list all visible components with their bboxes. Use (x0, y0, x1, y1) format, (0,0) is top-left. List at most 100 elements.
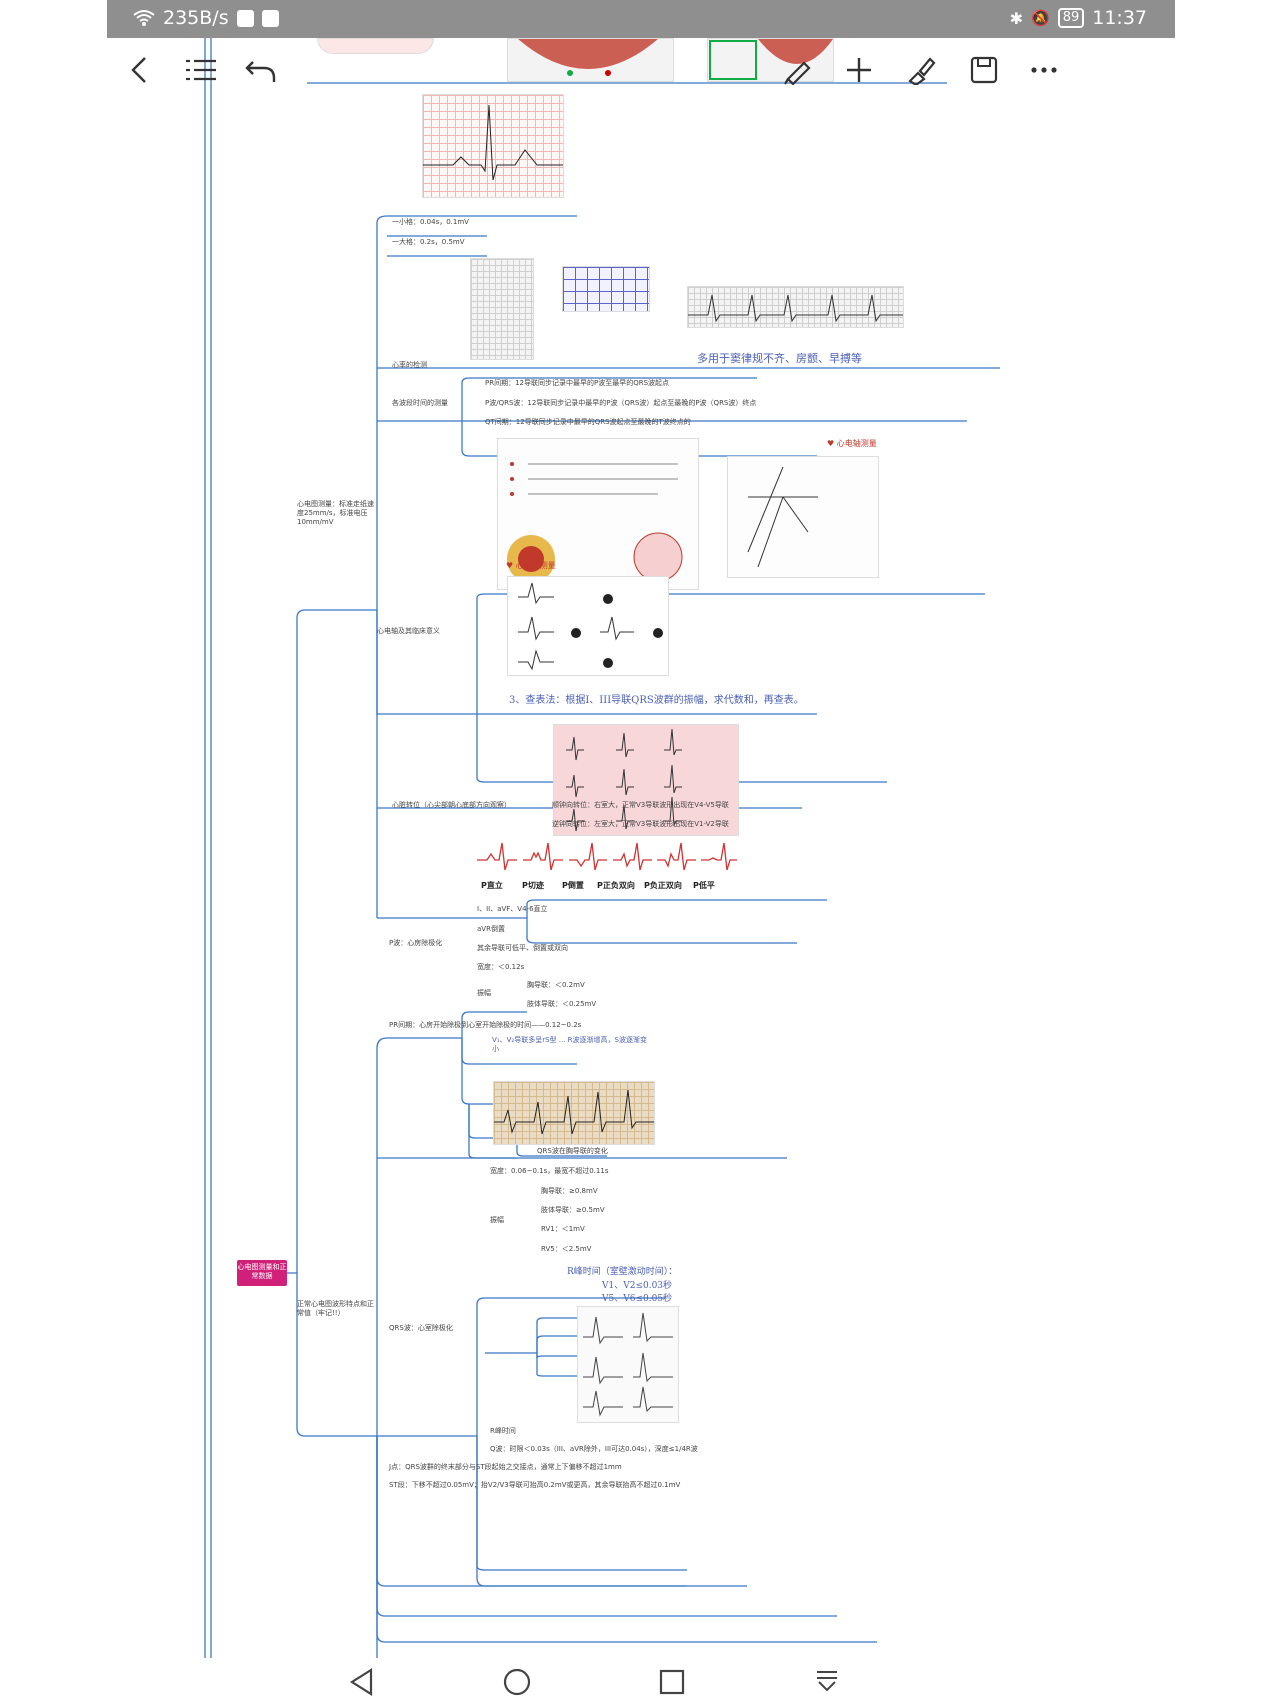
outline-button[interactable] (179, 48, 223, 92)
p-label-4: P负正双向 (644, 881, 682, 890)
axis-title-text: 心电轴测量 (836, 439, 877, 448)
node-p-upright[interactable]: I、II、aVF、V4-6直立 (477, 905, 548, 913)
triangle-back-icon (349, 1668, 373, 1696)
node-st-segment[interactable]: ST段：下移不超过0.05mV；抬V2/V3导联可抬高0.2mV或更高，其余导联… (389, 1481, 681, 1489)
axis-title-2-text: 心电轴测量 (515, 561, 556, 570)
qrs-handnote: V₁、V₂导联多呈rS型 ... R波逐渐增高，S波逐渐变小 (492, 1036, 647, 1053)
node-p-other[interactable]: 其余导联可低平、倒置或双向 (477, 944, 568, 952)
heart-icon: ♥ (827, 439, 835, 448)
node-grid-small[interactable]: 一小格：0.04s，0.1mV (392, 218, 469, 226)
r-peak-v56: V5、V6≤0.05秒 (602, 1294, 673, 1304)
node-qrs-limb[interactable]: 肢体导联：≥0.5mV (541, 1206, 605, 1214)
node-q-wave[interactable]: Q波：时限＜0.03s（III、aVR除外，III可达0.04s），深度≤1/4… (490, 1445, 698, 1453)
heart-image-fragment (507, 38, 674, 82)
message-icon (261, 9, 279, 27)
dropdown-menu-icon (817, 1671, 837, 1692)
nav-recents-button[interactable] (652, 1664, 692, 1700)
battery-indicator: 89 (1057, 8, 1085, 28)
node-ecg-measure[interactable]: 心电图测量：标准走纸速度25mm/s，标准电压10mm/mV (297, 500, 374, 526)
undo-icon (245, 61, 276, 82)
more-icon (1031, 67, 1057, 73)
axis-quadrant-ecg-image (507, 576, 669, 676)
undo-button[interactable] (238, 48, 282, 92)
lead-image-fragment (707, 38, 834, 82)
plus-icon (847, 58, 871, 82)
node-pr-normal[interactable]: PR间期：心房开始除极到心室开始除极的时间——0.12~0.2s (389, 1021, 582, 1029)
network-speed: 235B/s (163, 7, 229, 29)
node-qrs-width[interactable]: 宽度：0.06~0.1s，最宽不超过0.11s (490, 1167, 609, 1175)
node-qrs-amp[interactable]: 振幅 (490, 1216, 504, 1224)
nav-dropdown-button[interactable] (807, 1664, 847, 1700)
p-label-2: P倒置 (562, 881, 584, 890)
lookup-note: 3、查表法：根据I、III导联QRS波群的振幅，求代数和，再查表。 (509, 695, 804, 706)
p-label-5: P低平 (693, 881, 715, 890)
connector-lines (204, 38, 1000, 1658)
circle-home-icon (503, 1668, 531, 1696)
ecg-measurement-figure (422, 94, 564, 198)
node-pr-interval[interactable]: PR间期：12导联同步记录中最早的P波至最早的QRS波起点 (485, 379, 670, 387)
node-heart-rate[interactable]: 心率的检测 (392, 361, 427, 369)
axis-vector-image (727, 456, 899, 578)
editor-toolbar (107, 38, 1175, 108)
axis-hexaxial-image (497, 438, 699, 590)
node-p-qrs[interactable]: P波/QRS波：12导联同步记录中最早的P波（QRS波）起点至最晚的P波（QRS… (485, 399, 757, 407)
left-margin (0, 0, 107, 1706)
p-label-0: P直立 (481, 881, 503, 890)
node-p-amp[interactable]: 振幅 (477, 989, 491, 997)
pen-button[interactable] (775, 48, 819, 92)
add-button[interactable] (837, 48, 881, 92)
rr-interval-strip (687, 286, 904, 328)
node-r-peak[interactable]: R峰时间 (490, 1427, 516, 1435)
node-rv5[interactable]: RV5：＜2.5mV (541, 1245, 592, 1253)
rotation-table-image (553, 724, 739, 836)
rhythm-note: 多用于窦律规不齐、房颤、早搏等 (697, 352, 862, 365)
node-rotation[interactable]: 心脏转位（心尖部朝心底部方向观察） (392, 801, 511, 809)
square-recents-icon (659, 1669, 685, 1695)
qrs-chest-lead-image (493, 1081, 655, 1145)
more-button[interactable] (1022, 48, 1066, 92)
node-ccw-rotation[interactable]: 逆钟向转位：左室大，正常V3导联波形出现在V1-V2导联 (552, 820, 729, 828)
pen-icon (784, 61, 811, 85)
axis-title-2: ♥ 心电轴测量 (506, 560, 556, 571)
r-peak-v12: V1、V2≤0.03秒 (602, 1281, 673, 1291)
qrs-caption: QRS波在胸导联的变化 (537, 1147, 608, 1155)
node-j-point[interactable]: J点：QRS波群的终末部分与ST段起始之交接点，通常上下偏移不超过1mm (389, 1463, 622, 1471)
node-interval-measure[interactable]: 各波段时间的测量 (392, 399, 448, 407)
brush-icon (908, 57, 936, 85)
node-p-limb[interactable]: 肢体导联：＜0.25mV (527, 1000, 597, 1008)
system-nav-bar (107, 1658, 1175, 1706)
status-bar: 235B/s ✱ 🔕 89 11:37 (107, 0, 1175, 38)
right-margin (1175, 0, 1280, 1706)
p-label-3: P正负双向 (597, 881, 635, 890)
notification-icon (236, 9, 254, 27)
node-qrs-wave[interactable]: QRS波：心室除极化 (389, 1324, 453, 1332)
format-button[interactable] (899, 48, 943, 92)
r-peak-title: R峰时间（室壁激动时间）： (567, 1267, 678, 1277)
nav-back-button[interactable] (342, 1664, 382, 1700)
ecg-strip-image (470, 258, 534, 360)
node-qt-interval[interactable]: QT间期：12导联同步记录中最早的QRS波起点至最晚的T波终点的 (485, 418, 691, 426)
node-p-width[interactable]: 宽度：＜0.12s (477, 963, 525, 971)
mute-icon: 🔕 (1031, 9, 1050, 27)
wifi-icon (133, 10, 155, 26)
clock: 11:37 (1092, 7, 1147, 29)
save-icon (970, 56, 998, 84)
heart-icon: ♥ (506, 561, 514, 570)
tablet-screen: 235B/s ✱ 🔕 89 11:37 (107, 0, 1175, 1706)
node-p-chest[interactable]: 胸导联：＜0.2mV (527, 981, 585, 989)
p-wave-forms (477, 842, 737, 871)
save-button[interactable] (962, 48, 1006, 92)
mindmap-canvas[interactable]: 一小格：0.04s，0.1mV 一大格：0.2s，0.5mV 多用于窦律规不齐、… (107, 38, 1175, 1658)
back-button[interactable] (117, 48, 161, 92)
node-rv1[interactable]: RV1：＜1mV (541, 1225, 585, 1233)
node-p-avr[interactable]: aVR倒置 (477, 925, 505, 933)
node-grid-large[interactable]: 一大格：0.2s，0.5mV (392, 238, 465, 246)
nav-home-button[interactable] (497, 1664, 537, 1700)
list-icon (186, 59, 216, 81)
node-qrs-chest[interactable]: 胸导联：≥0.8mV (541, 1187, 598, 1195)
node-cw-rotation[interactable]: 顺钟向转位：右室大，正常V3导联波形出现在V4-V5导联 (552, 801, 729, 809)
node-p-wave[interactable]: P波：心房除极化 (389, 939, 443, 947)
node-normal-ecg[interactable]: 正常心电图波形特点和正常值（牢记!!） (297, 1300, 374, 1317)
node-axis[interactable]: 心电轴及其临床意义 (377, 627, 440, 635)
root-node[interactable]: 心电图测量和正常数据 (237, 1260, 287, 1286)
